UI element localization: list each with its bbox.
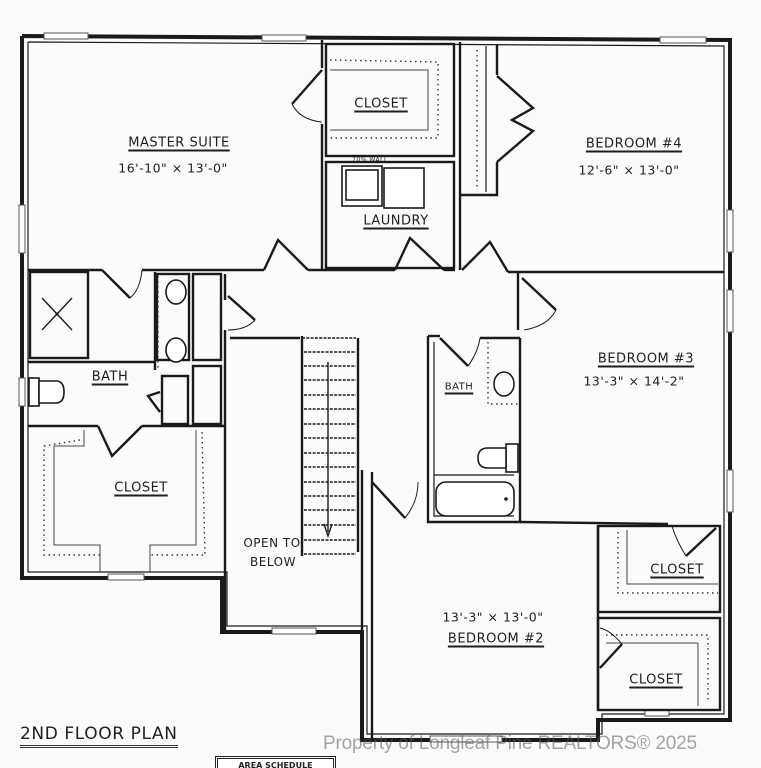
area-schedule-box: AREA SCHEDULE (215, 756, 336, 768)
master-closet-top-label: CLOSET (354, 96, 408, 112)
bedroom-4-label: BEDROOM #4 (585, 136, 683, 152)
master-suite-dimensions: 16'-10" × 13'-0" (118, 160, 228, 176)
master-bath-label: BATH (91, 369, 129, 385)
open-to-below-line1: OPEN TO (243, 536, 301, 550)
doors (96, 69, 717, 669)
master-closet-label: CLOSET (114, 480, 168, 496)
hall-bath-label: BATH (444, 381, 474, 393)
windows (18, 32, 734, 743)
open-to-below-line2: BELOW (250, 555, 296, 569)
plan-title: 2ND FLOOR PLAN (20, 724, 178, 748)
bedroom-2-label: BEDROOM #2 (447, 631, 545, 647)
bedroom-2-dimensions: 13'-3" × 13'-0" (442, 609, 544, 625)
laundry-label: LAUNDRY (363, 213, 429, 229)
bedroom-3-label: BEDROOM #3 (597, 351, 695, 367)
staircase (300, 336, 360, 556)
fixtures (28, 165, 519, 517)
closet-shelving (43, 50, 718, 706)
bedroom-4-dimensions: 12'-6" × 13'-0" (578, 162, 680, 178)
bedroom-3-closet-label: CLOSET (650, 562, 704, 578)
interior-walls (28, 40, 724, 740)
bedroom-3-dimensions: 13'-3" × 14'-2" (583, 373, 685, 389)
bedroom-2-closet-label: CLOSET (629, 672, 683, 688)
watermark: Property of Longleaf Pine REALTORS® 2025 (323, 733, 697, 754)
master-suite-label: MASTER SUITE (128, 135, 230, 151)
laundry-wall-note: 70% WALL (352, 156, 388, 164)
